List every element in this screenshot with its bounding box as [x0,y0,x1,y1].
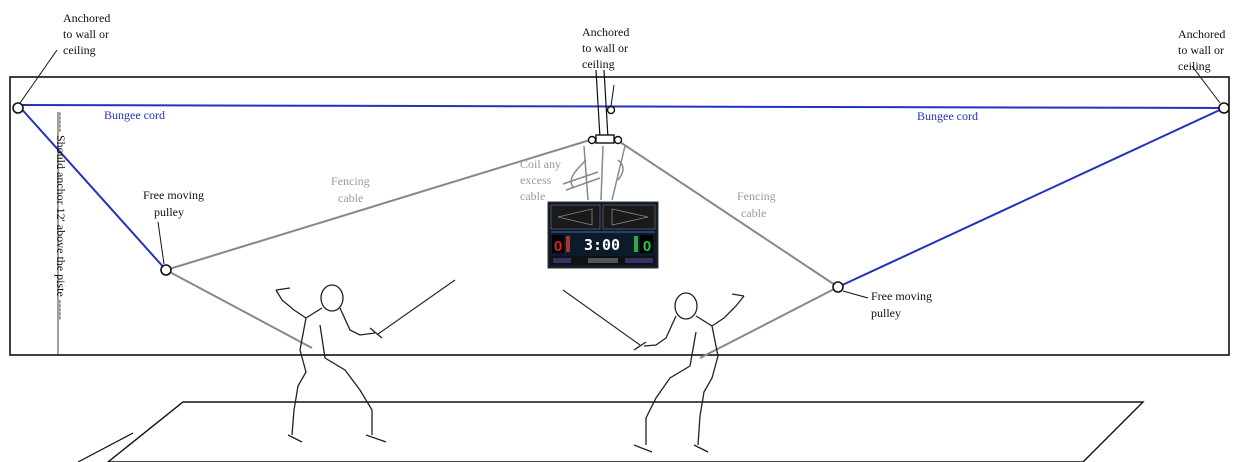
left-fencer-hand [275,287,383,339]
center-anchor-pointer [610,84,615,107]
center-pulley-left [587,135,597,145]
free-pulley-right [832,281,844,293]
center-pulley-block [595,134,615,144]
height-note-label: ----- Should anchor 12' above the piste … [54,112,68,320]
cable-right-label: Fencing cable [737,189,779,220]
bungee-cord-right-diagonal [837,107,1225,288]
bungee-cord-right-label: Bungee cord [917,109,978,123]
scoreboard: 0 0 3:00 [547,201,659,269]
scoreboard-status-center [588,258,618,263]
anchor-right-label: Anchored to wall or ceiling [1178,27,1228,73]
right-fencer-hand [633,293,745,351]
right-fencer-blade [562,289,641,346]
right-score-box [640,235,653,253]
right-score: 0 [643,238,651,255]
anchor-ring-right [1218,102,1230,114]
center-pulley-right [613,135,623,145]
coiled-cable [570,145,626,201]
left-score-box [552,235,564,253]
pulley-right-label: Free moving pulley [871,289,935,320]
right-fencer-icon [562,289,745,453]
left-fencer-body [275,289,376,436]
coil-loops [562,171,601,191]
scoreboard-status-left [553,258,571,263]
scoreboard-status-right [625,258,653,263]
anchor-ring-left [12,102,24,114]
right-arrow-icon [611,208,649,226]
left-fencer-mask [320,284,344,312]
center-anchor-rope-2 [603,69,609,139]
bungee-cord-left-diagonal [17,104,167,271]
floor-line-left [77,432,134,462]
fencing-cable-right-lower [699,286,839,359]
wall-outline [9,76,1230,356]
coil-label: Coil any excess cable [520,157,564,203]
left-fencer-blade [377,279,456,335]
right-fencer-feet [633,444,709,453]
left-lamp-bar [566,236,570,252]
anchor-right-pointer [1191,65,1221,104]
left-arrow-icon [557,208,593,226]
fencing-cable-left-upper [165,139,591,271]
right-fencer-mask [674,292,698,320]
anchor-center-label: Anchored to wall or ceiling [582,25,632,71]
pulley-right-pointer [842,290,869,299]
fencing-cable-left-lower [165,269,313,349]
center-anchor-ring [606,105,616,115]
clock-time: 3:00 [584,236,620,254]
left-fencer-icon [275,279,456,443]
right-fencer-body [643,295,745,446]
fencing-cable-right-upper [616,139,839,288]
left-fencer-feet [287,434,387,443]
bungee-cord-top [17,104,1225,109]
piste-floor [106,401,1145,462]
pulley-left-pointer [157,221,165,265]
left-score: 0 [554,238,562,255]
free-pulley-left [160,264,172,276]
anchor-left-pointer [19,49,58,104]
bungee-cord-left-label: Bungee cord [104,108,165,122]
cable-left-label: Fencing cable [331,174,373,205]
anchor-left-label: Anchored to wall or ceiling [63,11,113,57]
pulley-left-label: Free moving pulley [143,188,207,219]
center-anchor-rope-1 [595,69,601,139]
right-lamp-bar [634,236,638,252]
